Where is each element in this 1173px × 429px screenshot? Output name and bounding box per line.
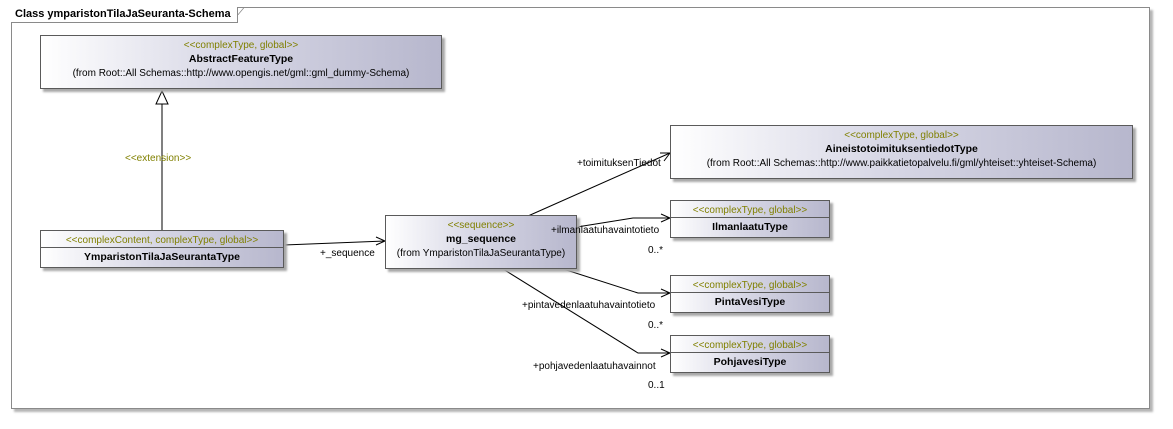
pohjavesi-multiplicity: 0..1: [648, 380, 665, 391]
ilmanlaatu-line: [576, 217, 670, 228]
class-name: AineistotoimituksentiedotType: [825, 143, 978, 155]
stereotype: <<complexContent, complexType, global>>: [65, 235, 259, 246]
pintavesi-role-label: +pintavedenlaatuhavaintotieto: [522, 300, 656, 311]
class-name: AbstractFeatureType: [188, 53, 294, 65]
stereotype: <<complexType, global>>: [692, 340, 808, 351]
class-name: YmparistonTilaJaSeurantaType: [41, 247, 283, 266]
pohjavesi-role-label: +pohjavedenlaatuhavainnot: [533, 361, 656, 372]
extension-label: <<extension>>: [125, 153, 192, 164]
class-name: IlmanlaatuType: [671, 217, 829, 236]
class-aineisto-type[interactable]: <<complexType, global>> Aineistotoimituk…: [670, 125, 1133, 179]
class-abstract-feature-type[interactable]: <<complexType, global>> AbstractFeatureT…: [40, 35, 442, 89]
class-origin: (from Root::All Schemas::http://www.open…: [72, 68, 410, 79]
pintavesi-multiplicity: 0..*: [648, 320, 664, 331]
class-name: mg_sequence: [445, 233, 517, 245]
class-origin: (from YmparistonTilaJaSeurantaType): [396, 248, 566, 259]
diagram-title: Class ymparistonTilaJaSeuranta-Schema: [11, 7, 238, 23]
ilmanlaatu-role-label: +ilmanlaatuhavaintotieto: [551, 225, 660, 236]
class-mg-sequence[interactable]: <<sequence>> mg_sequence (from Ymparisto…: [385, 215, 577, 269]
generalization-arrowhead: [155, 89, 169, 105]
class-ilmanlaatu-type[interactable]: <<complexType, global>> IlmanlaatuType: [670, 200, 830, 238]
stereotype: <<complexType, global>>: [183, 40, 299, 51]
toimitus-line: [527, 152, 671, 217]
class-origin: (from Root::All Schemas::http://www.paik…: [706, 158, 1097, 169]
stereotype: <<complexType, global>>: [692, 205, 808, 216]
stereotype: <<complexType, global>>: [844, 130, 959, 141]
class-pohjavesi-type[interactable]: <<complexType, global>> PohjavesiType: [670, 335, 830, 373]
class-name: PohjavesiType: [671, 352, 829, 371]
class-pintavesi-type[interactable]: <<complexType, global>> PintaVesiType: [670, 275, 830, 313]
stereotype: <<complexType, global>>: [692, 280, 808, 291]
pohjavesi-line: [502, 268, 670, 354]
sequence-line: [283, 240, 386, 246]
toimitus-role-label: +toimituksenTiedot: [577, 158, 661, 169]
class-name: PintaVesiType: [671, 292, 829, 311]
ilmanlaatu-multiplicity: 0..*: [648, 245, 664, 256]
class-ympariston-tila-type[interactable]: <<complexContent, complexType, global>> …: [40, 230, 284, 268]
sequence-role-label: +_sequence: [320, 248, 375, 259]
stereotype: <<sequence>>: [447, 220, 515, 231]
pintavesi-line: [559, 267, 670, 294]
